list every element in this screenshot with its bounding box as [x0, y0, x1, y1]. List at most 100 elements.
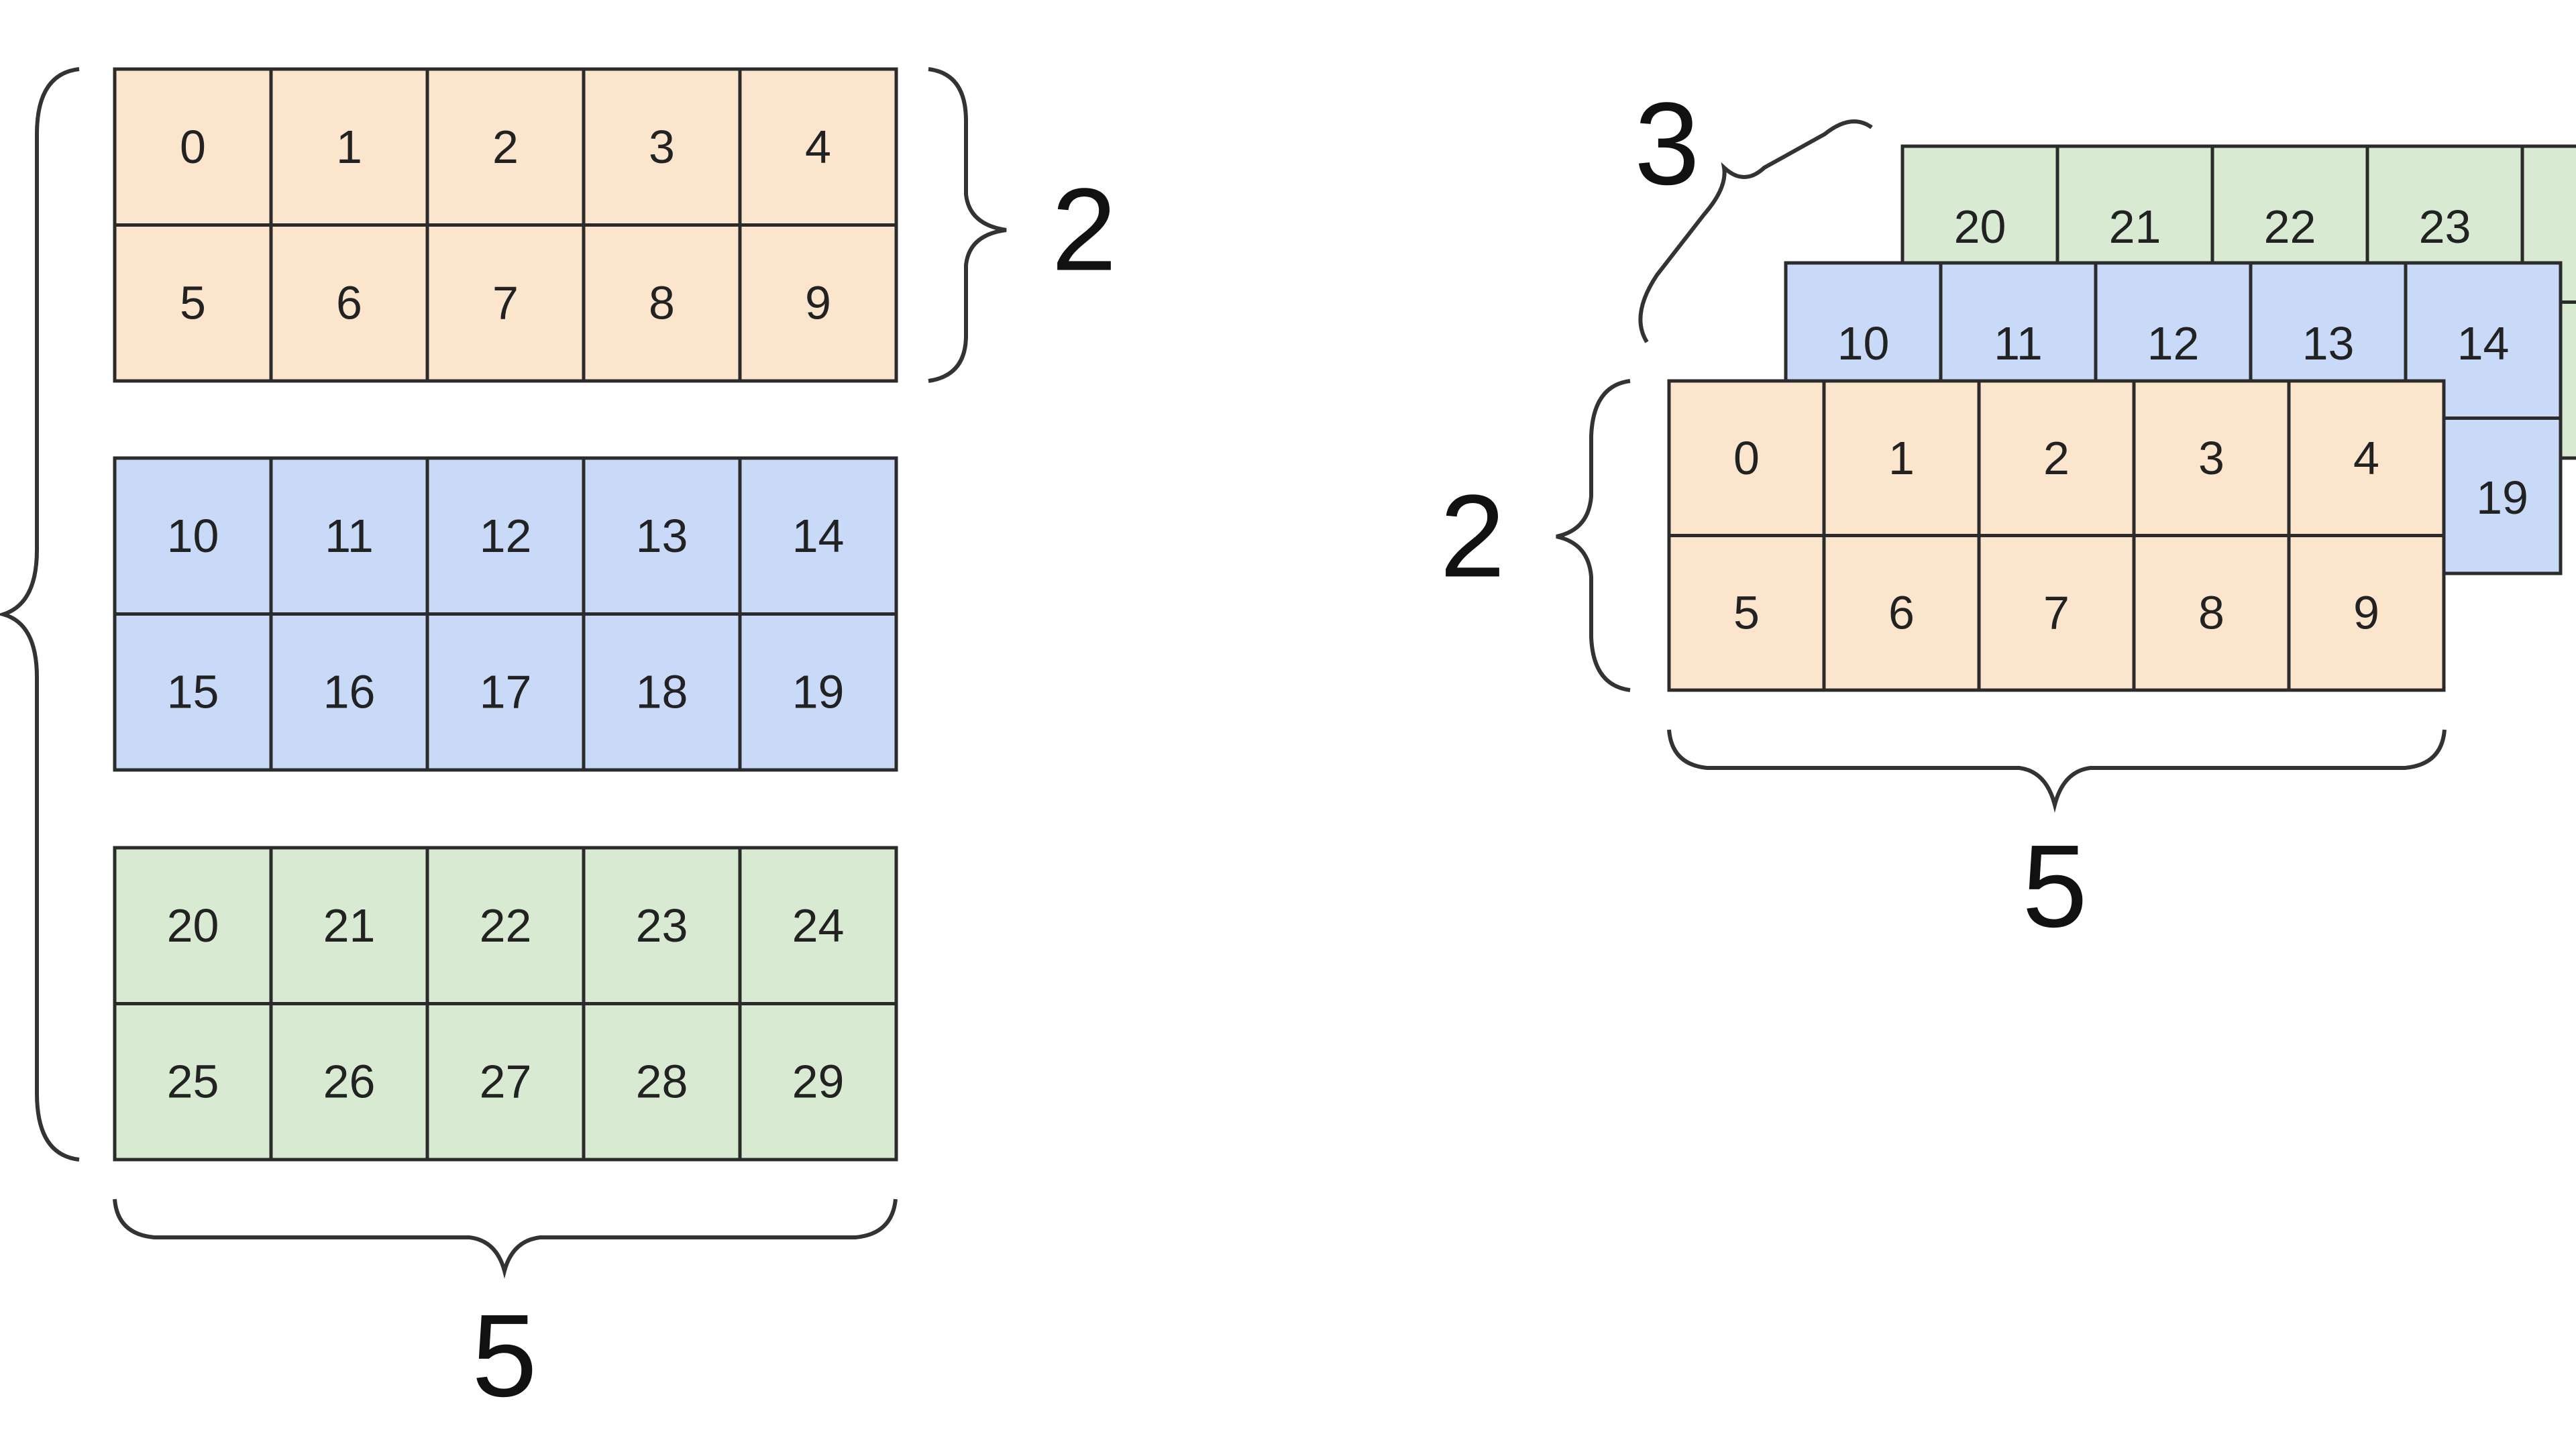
cell-value: 25 [167, 1056, 219, 1108]
cell-value: 19 [2476, 471, 2528, 524]
cols-brace [113, 1198, 898, 1279]
cell-value: 2 [2043, 432, 2070, 484]
cell-value: 20 [1954, 201, 2006, 253]
cell-value: 28 [636, 1056, 688, 1108]
cell-value: 2 [492, 121, 519, 173]
matrix-layer-2: 20 21 22 23 24 25 26 27 28 29 [113, 846, 898, 1162]
cell-value: 6 [1888, 587, 1915, 639]
cell [1977, 534, 2136, 692]
cell [1667, 379, 1826, 537]
cell [738, 223, 898, 383]
cell [2132, 379, 2291, 537]
cell-value: 14 [792, 510, 845, 562]
cell [2287, 534, 2446, 692]
cell-value: 22 [480, 899, 532, 952]
cell-value: 9 [805, 277, 831, 329]
cell [425, 612, 586, 772]
cell-value: 19 [792, 666, 845, 718]
cell-value: 1 [1888, 432, 1915, 484]
cell-value: 4 [805, 121, 831, 173]
outer-left-brace [0, 67, 80, 1162]
cell-value: 13 [636, 510, 688, 562]
cell-value: 13 [2302, 317, 2355, 370]
cell-value: 0 [180, 121, 206, 173]
cell-value: 6 [336, 277, 362, 329]
cell-value: 11 [1994, 317, 2043, 370]
cell [2132, 534, 2291, 692]
cell [425, 846, 586, 1005]
cell-value: 18 [636, 666, 688, 718]
cell-value: 29 [792, 1056, 845, 1108]
cell-value: 10 [167, 510, 219, 562]
cell [1977, 379, 2136, 537]
cols-label: 5 [472, 1291, 537, 1422]
cell [269, 1002, 429, 1162]
depth-brace [1638, 119, 1873, 343]
cell-value: 5 [180, 277, 206, 329]
cell [425, 223, 586, 383]
right-cols-label: 5 [2022, 822, 2087, 952]
cell-value: 23 [2419, 201, 2471, 253]
cell-value: 17 [480, 666, 532, 718]
right-cols-brace [1667, 729, 2447, 813]
cell-value: 21 [2109, 201, 2161, 253]
cell-value: 12 [2147, 317, 2200, 370]
cell [425, 1002, 586, 1162]
right-rows-brace [1556, 379, 1631, 692]
cell [113, 612, 273, 772]
cell-value: 16 [323, 666, 376, 718]
matrix-layer-1: 10 11 12 13 14 15 16 17 18 19 [113, 456, 898, 772]
cell [1822, 379, 1981, 537]
right-rows-label: 2 [1440, 471, 1505, 602]
cell-value: 15 [167, 666, 219, 718]
cell [113, 67, 273, 227]
cell [582, 1002, 742, 1162]
cell-value: 22 [2264, 201, 2316, 253]
cell-value: 10 [1837, 317, 1890, 370]
cell-value: 14 [2457, 317, 2510, 370]
cell-value: 20 [167, 899, 219, 952]
stack-layer-0 [1667, 379, 2446, 692]
cell-value: 3 [649, 121, 675, 173]
cell-value: 3 [2198, 432, 2224, 484]
cell [269, 456, 429, 616]
cell-value: 7 [2043, 587, 2070, 639]
cell-value: 21 [323, 899, 376, 952]
depth-label: 3 [1634, 79, 1699, 210]
cell [582, 456, 742, 616]
rows-label: 2 [1051, 165, 1116, 296]
cell [1667, 534, 1826, 692]
cell-value: 4 [2353, 432, 2379, 484]
cell-value: 27 [480, 1056, 532, 1108]
cell-value: 12 [480, 510, 532, 562]
cell-value: 5 [1733, 587, 1760, 639]
cell [582, 223, 742, 383]
cell-value: 9 [2353, 587, 2379, 639]
cell-value: 26 [323, 1056, 376, 1108]
cell [113, 223, 273, 383]
cell-value: 7 [492, 277, 519, 329]
cell [269, 67, 429, 227]
cell [269, 846, 429, 1005]
cell [738, 1002, 898, 1162]
cell-value: 24 [792, 899, 845, 952]
cell-value: 0 [1733, 432, 1760, 484]
cell-value: 23 [636, 899, 688, 952]
cell [1822, 534, 1981, 692]
cell [425, 67, 586, 227]
cell-value: 8 [2198, 587, 2224, 639]
cell [269, 612, 429, 772]
cell [2287, 379, 2446, 537]
cell-value: 11 [325, 510, 374, 562]
cell [113, 846, 273, 1005]
cell [269, 223, 429, 383]
cell [582, 612, 742, 772]
cell-value: 1 [336, 121, 362, 173]
cell [738, 612, 898, 772]
rows-brace [928, 67, 1007, 383]
